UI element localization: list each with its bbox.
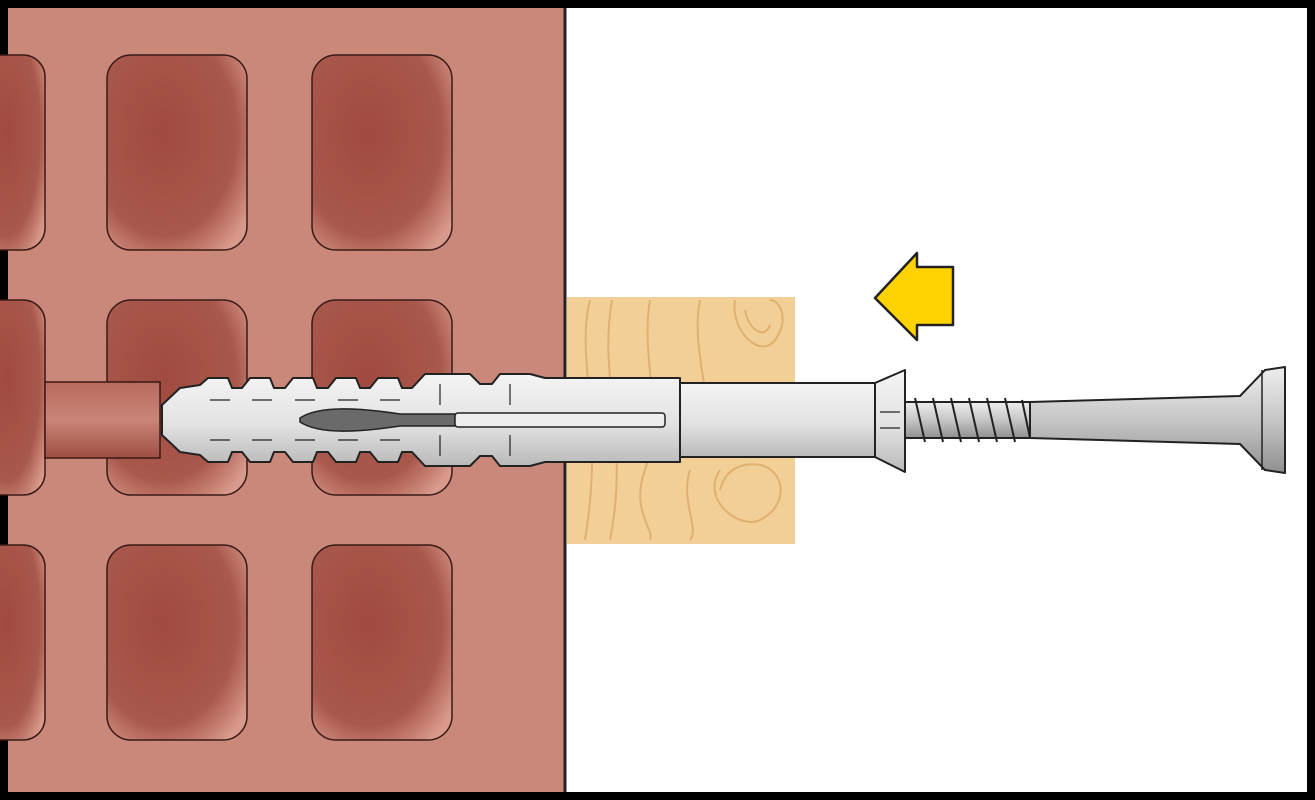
brick-cell: [311, 54, 453, 251]
anchor-shank: [679, 382, 881, 458]
brick-cell: [0, 299, 46, 496]
brick-cell: [106, 54, 248, 251]
anchor-channel: [454, 412, 666, 428]
brick-cell: [311, 544, 453, 741]
drilled-hole: [44, 381, 161, 459]
plastic-anchor: [161, 369, 906, 473]
screw-shank: [1029, 366, 1286, 474]
arrow-left-icon: [873, 251, 955, 342]
anchor-collar: [874, 369, 906, 473]
screw-threads: [914, 397, 1031, 443]
screw: [904, 366, 1286, 474]
brick-cell: [106, 544, 248, 741]
brick-cell: [0, 544, 46, 741]
brick-cell: [0, 54, 46, 251]
